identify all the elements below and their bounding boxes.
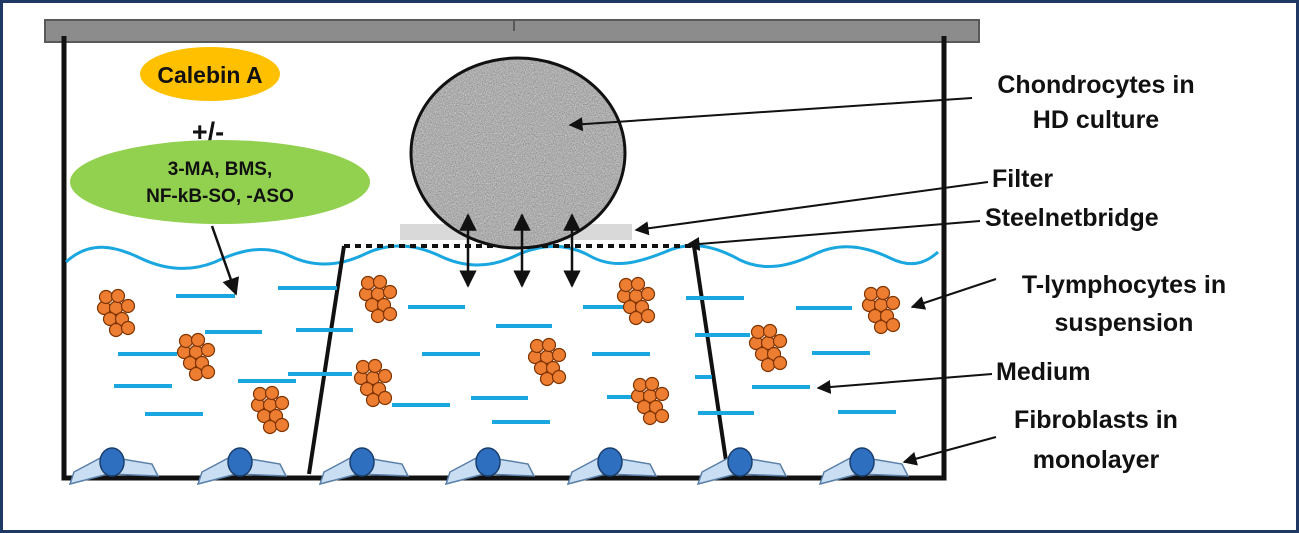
vessel-lid	[44, 19, 980, 43]
inhibitors-line-1: 3-MA, BMS,	[168, 159, 273, 180]
fibroblast-cell	[567, 447, 657, 485]
fibroblast-monolayer	[69, 447, 909, 485]
fibroblast-cell	[445, 447, 535, 485]
insert-left-wall	[307, 245, 346, 475]
chondrocytes-label-line-2: HD culture	[1033, 106, 1160, 134]
steelnetbridge-label: Steelnetbridge	[985, 204, 1159, 232]
t-lymphocytes-label-line-2: suspension	[1055, 309, 1194, 337]
fibroblast-cell	[69, 447, 159, 485]
fibroblast-cell	[319, 447, 409, 485]
calebin-a-label: Calebin A	[157, 62, 262, 88]
treatment-arrow	[210, 225, 240, 296]
fibroblasts-label-line-1: Fibroblasts in	[1014, 406, 1178, 434]
t-lymphocytes-label-line-1: T-lymphocytes in	[1022, 271, 1226, 299]
fibroblast-cell	[819, 447, 909, 485]
calebin-a-badge	[140, 47, 280, 101]
fibroblasts-pointer	[902, 436, 997, 466]
steelnetbridge-pointer	[685, 220, 981, 251]
chondrocytes-label-line-1: Chondrocytes in	[997, 71, 1194, 99]
exchange-arrows	[459, 213, 581, 288]
inhibitors-line-2: NF-kB-SO, -ASO	[146, 186, 294, 207]
medium-dashes	[114, 286, 896, 424]
filter-label: Filter	[992, 165, 1053, 193]
filter-pointer	[634, 181, 989, 236]
fibroblast-cell	[697, 447, 787, 485]
fibroblasts-label-line-2: monolayer	[1033, 446, 1160, 474]
chondrocytes-pointer	[568, 97, 973, 132]
medium-pointer	[816, 373, 993, 394]
medium-label: Medium	[996, 358, 1090, 386]
insert-right-wall	[692, 245, 730, 475]
fibroblast-cell	[197, 447, 287, 485]
culture-vessel	[61, 36, 947, 481]
t-lymphocytes-pointer	[910, 278, 997, 310]
chondrocyte-ball	[409, 56, 627, 250]
inhibitors-badge	[70, 140, 370, 224]
